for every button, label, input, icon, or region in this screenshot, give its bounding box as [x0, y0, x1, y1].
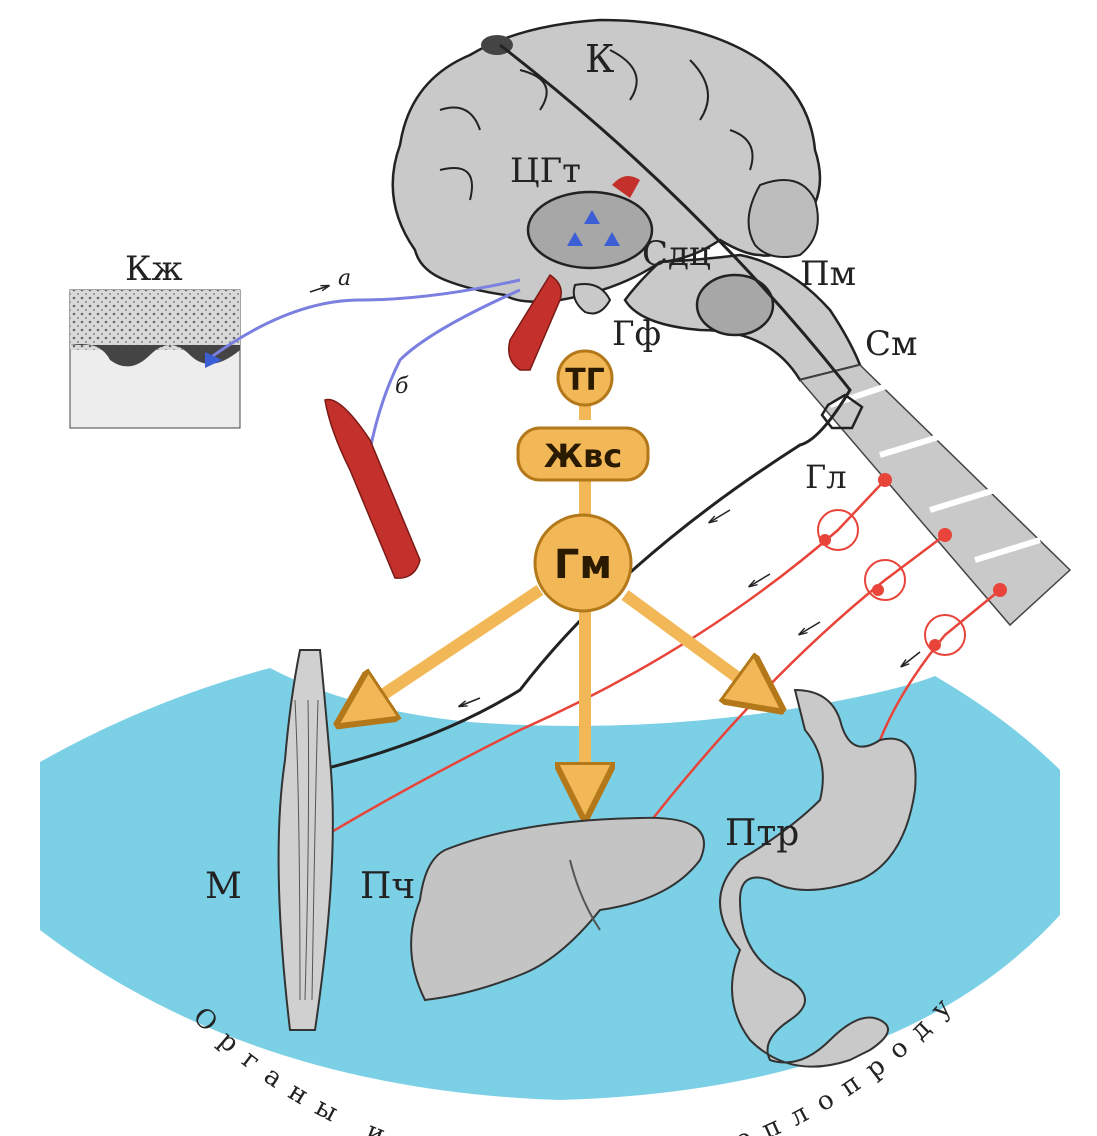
label-m: М — [205, 866, 242, 907]
label-a: а — [338, 266, 351, 291]
label-gl: Гл — [805, 458, 847, 496]
label-pch: Пч — [360, 866, 415, 907]
label-sm: См — [865, 324, 917, 364]
svg-text:Гм: Гм — [554, 542, 612, 588]
label-ptr: Птр — [725, 813, 799, 854]
blood-vessels — [325, 275, 561, 578]
svg-text:Жвс: Жвс — [544, 437, 622, 475]
gm-node: Гм — [535, 515, 631, 611]
label-k: К — [585, 37, 614, 81]
afferent-nerves — [210, 280, 520, 450]
label-sdc: Сдц — [642, 234, 711, 274]
tg-node: ТГ — [558, 351, 612, 405]
zhvs-node: Жвс — [518, 428, 648, 480]
svg-text:ТГ: ТГ — [565, 363, 605, 398]
label-kzh: Кж — [125, 249, 183, 289]
label-pm: Пм — [800, 254, 856, 294]
label-cgt: ЦГт — [510, 151, 581, 191]
label-b: б — [395, 374, 409, 399]
label-gf: Гф — [612, 314, 661, 354]
